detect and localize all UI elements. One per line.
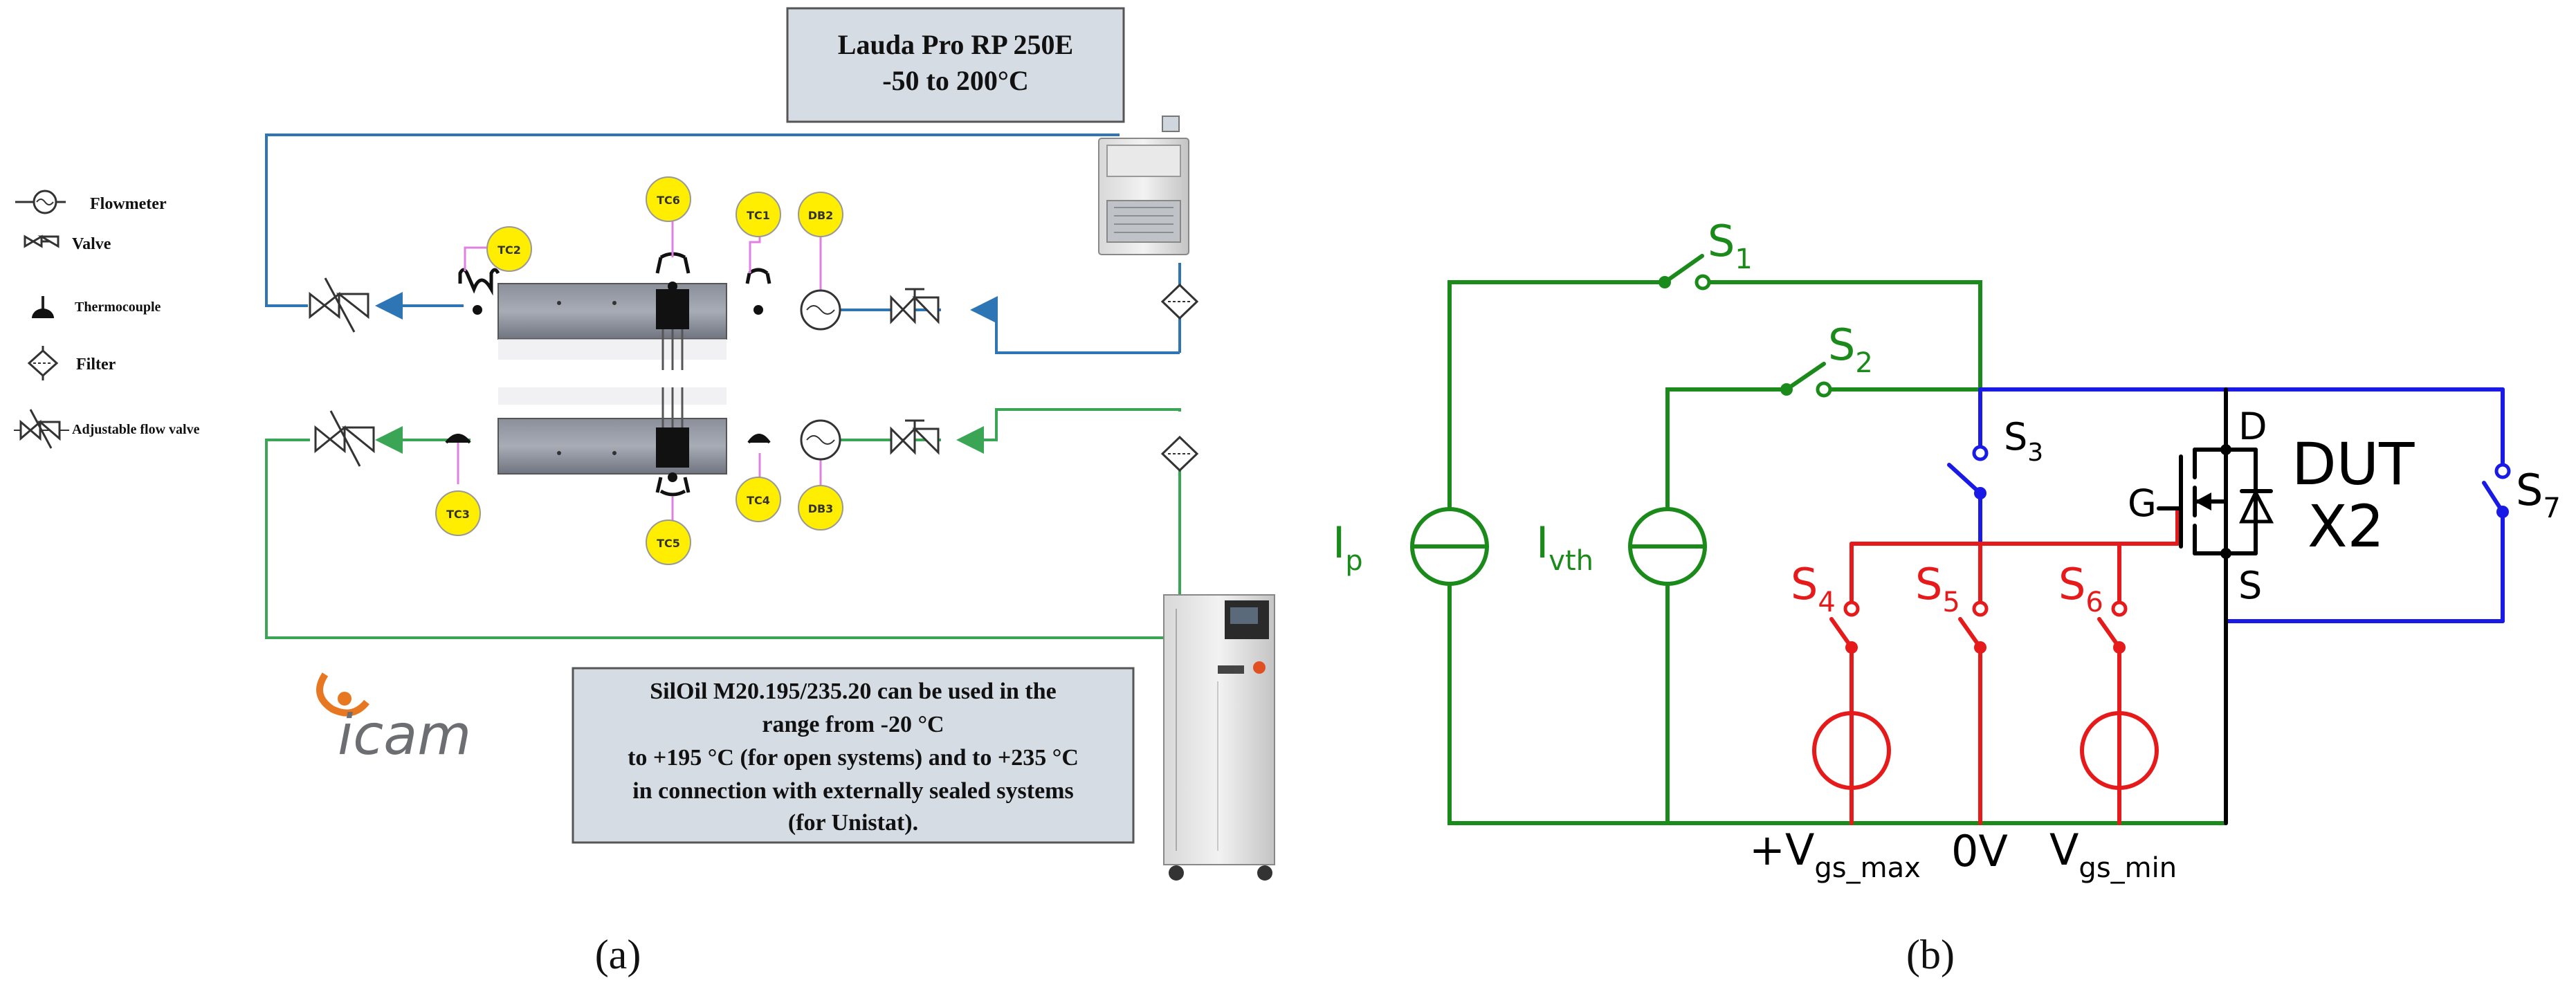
legend-adjustable-valve: Adjustable flow valve [14, 409, 200, 449]
icam-logo: icam [316, 672, 471, 767]
chiller-model-text: Lauda Pro RP 250E [838, 29, 1073, 60]
legend-valve: Valve [24, 234, 111, 253]
legend-flowmeter: Flowmeter [15, 190, 167, 214]
top-flowmeter [800, 289, 841, 331]
panel-a: Lauda Pro RP 250E -50 to 200°C Flowmeter… [14, 7, 1275, 977]
oil-line-1: SilOil M20.195/235.20 can be used in the [650, 679, 1057, 704]
chiller-info-box: Lauda Pro RP 250E -50 to 200°C [786, 7, 1125, 123]
sensor-db2: DB2 [798, 192, 843, 237]
sensor-tc4: TC4 [736, 477, 781, 522]
thermocouple-icon [32, 309, 54, 318]
top-adjustable-valve[interactable] [309, 277, 369, 333]
bottom-adjustable-valve[interactable] [314, 410, 375, 467]
current-source-ivth [1628, 507, 1707, 586]
current-source-ip [1410, 507, 1489, 586]
svg-text:TC6: TC6 [657, 194, 680, 207]
bottom-flowmeter [800, 419, 841, 461]
switch-s4[interactable] [1843, 600, 1860, 654]
body-diode [2239, 488, 2274, 524]
sensor-db3: DB3 [798, 485, 843, 531]
label-ivth: Ivth [1536, 517, 1593, 577]
sensor-tc2: TC2 [486, 226, 532, 272]
svg-text:TC5: TC5 [657, 537, 680, 550]
label-x2: X2 [2308, 493, 2384, 560]
switch-s1[interactable] [1659, 274, 1711, 291]
unistat-chiller-image [1163, 594, 1275, 881]
top-dut-package [656, 289, 689, 329]
oil-info-box: SilOil M20.195/235.20 can be used in the… [572, 667, 1135, 844]
svg-text:TC1: TC1 [747, 209, 770, 222]
label-s5: S5 [1915, 559, 1960, 618]
svg-text:TC3: TC3 [446, 508, 470, 521]
legend-flowmeter-label: Flowmeter [90, 195, 167, 213]
label-s7: S7 [2516, 465, 2561, 524]
legend-adjustable-valve-label: Adjustable flow valve [72, 422, 200, 437]
switch-s2[interactable] [1780, 381, 1832, 398]
svg-text:TC4: TC4 [747, 494, 770, 507]
voltage-source-min [2080, 711, 2159, 790]
svg-text:DB2: DB2 [808, 209, 834, 222]
label-s3: S3 [2004, 415, 2043, 467]
chiller-range-text: -50 to 200°C [882, 65, 1029, 96]
oil-line-2: range from -20 °C [762, 712, 944, 737]
label-s6: S6 [2058, 559, 2103, 618]
label-dut: DUT [2292, 430, 2415, 498]
oil-line-4: in connection with externally sealed sys… [632, 778, 1073, 804]
label-ip: Ip [1333, 517, 1363, 577]
label-s4: S4 [1791, 559, 1836, 618]
label-source: S [2238, 564, 2262, 607]
label-s1: S1 [1708, 216, 1753, 275]
switch-s3[interactable] [1972, 445, 1989, 499]
sensor-tc1: TC1 [736, 192, 781, 237]
svg-text:TC2: TC2 [497, 243, 521, 257]
caption-b: (b) [1906, 932, 1955, 977]
top-filter [1160, 283, 1199, 320]
label-gate: G [2128, 481, 2157, 525]
sensor-tc6: TC6 [646, 176, 691, 222]
switch-s5[interactable] [1972, 600, 1989, 654]
valve-icon [24, 234, 43, 248]
legend-valve-label: Valve [72, 235, 111, 253]
legend: Flowmeter Valve Thermocouple Filter [14, 190, 200, 449]
source-node [2220, 548, 2231, 559]
bottom-dut-package [656, 427, 689, 468]
sensor-tc3: TC3 [435, 490, 481, 536]
legend-filter-label: Filter [76, 356, 116, 374]
legend-filter: Filter [27, 346, 116, 380]
voltage-source-max [1812, 711, 1891, 790]
caption-a: (a) [595, 932, 641, 977]
svg-text:DB3: DB3 [808, 502, 834, 515]
top-valve[interactable] [890, 288, 940, 324]
sensor-tc5: TC5 [646, 519, 691, 565]
lauda-chiller-image [1098, 116, 1189, 255]
bottom-cold-plate [497, 387, 727, 475]
legend-thermocouple-label: Thermocouple [75, 300, 161, 315]
bottom-valve[interactable] [890, 419, 940, 455]
adjustable-valve-icon [19, 419, 42, 441]
icam-logo-text: icam [338, 703, 471, 767]
switch-s7[interactable] [2494, 463, 2511, 518]
bottom-filter [1160, 435, 1199, 472]
mosfet-arrow [2195, 493, 2211, 510]
thermocouple-probes [445, 252, 771, 497]
label-drain: D [2238, 405, 2267, 448]
legend-thermocouple: Thermocouple [32, 296, 161, 318]
drain-node [2220, 444, 2231, 455]
panel-b-labels: S1 S2 S3 S4 S5 S6 S7 Ip Ivth D G S DUT X… [1333, 216, 2561, 884]
oil-line-3: to +195 °C (for open systems) and to +23… [628, 745, 1079, 771]
label-s2: S2 [1828, 320, 1873, 379]
label-vgs-min: Vgs_min [2049, 825, 2177, 884]
top-cold-plate [497, 283, 727, 370]
panel-b: S1 S2 S3 S4 S5 S6 S7 Ip Ivth D G S DUT X… [1333, 216, 2561, 977]
label-vgs-max: +Vgs_max [1749, 825, 1921, 884]
oil-line-5: (for Unistat). [788, 810, 918, 836]
label-0v: 0V [1951, 826, 2008, 876]
switch-s6[interactable] [2111, 600, 2128, 654]
